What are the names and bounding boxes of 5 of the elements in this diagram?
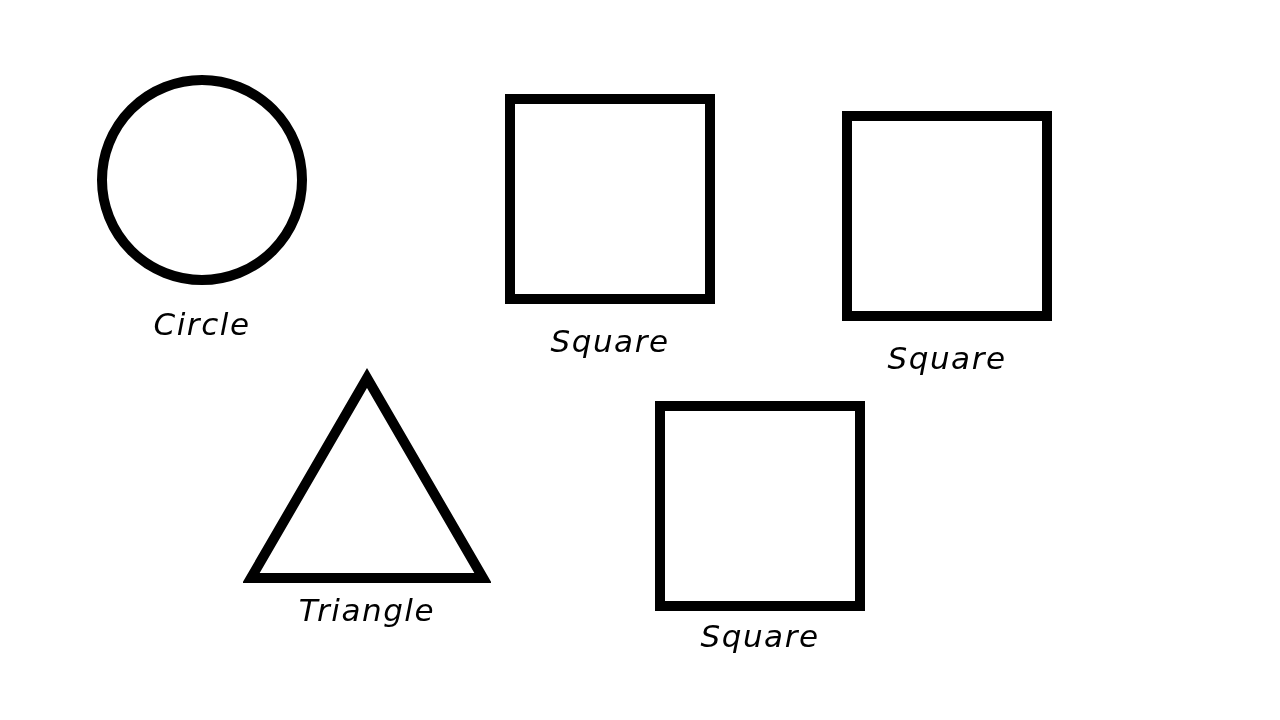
shape-label: Triangle bbox=[298, 595, 436, 626]
shape-label: Square bbox=[700, 621, 820, 652]
shape-label: Circle bbox=[153, 309, 251, 340]
shape-label: Square bbox=[887, 343, 1007, 374]
shape-label: Square bbox=[550, 326, 670, 357]
